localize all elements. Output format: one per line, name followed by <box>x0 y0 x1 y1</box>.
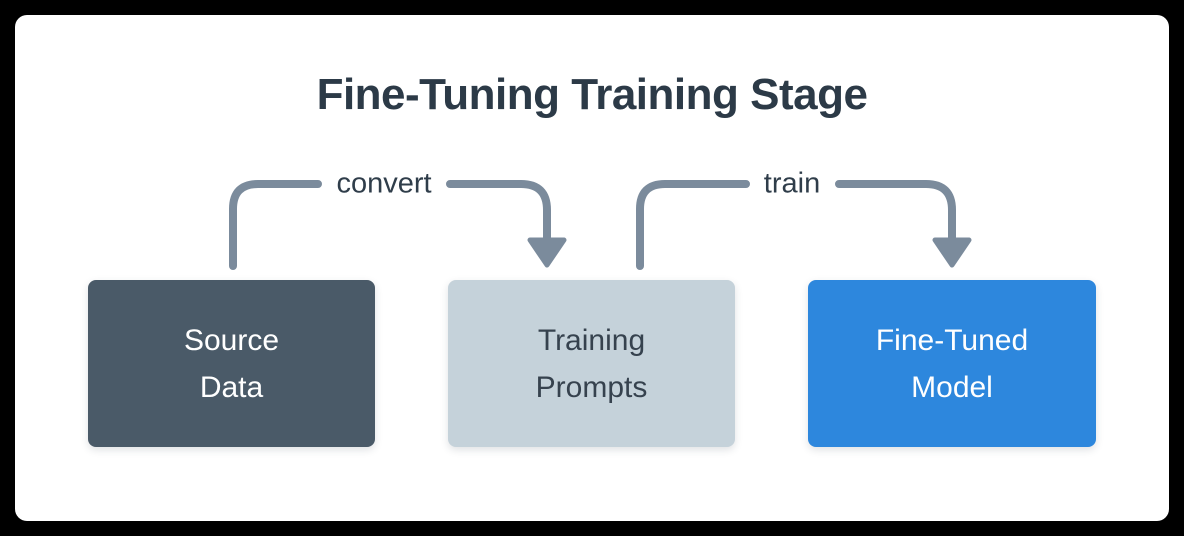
diagram-title: Fine-Tuning Training Stage <box>316 70 868 119</box>
node-fine-tuned-model: Fine-Tuned Model <box>808 280 1096 447</box>
node-training-prompts-label-line2: Prompts <box>535 370 648 404</box>
convert-arrow-label: convert <box>336 167 432 200</box>
node-fine-tuned-model-label-line1: Fine-Tuned <box>875 323 1029 357</box>
train-arrow-label: train <box>763 167 821 200</box>
node-source-data-label-line2: Data <box>199 370 264 404</box>
node-training-prompts: Training Prompts <box>448 280 735 447</box>
node-source-data: Source Data <box>88 280 375 447</box>
node-training-prompts-label-line1: Training <box>537 323 646 357</box>
node-source-data-label-line1: Source <box>183 323 280 357</box>
node-fine-tuned-model-label-line2: Model <box>911 370 993 404</box>
